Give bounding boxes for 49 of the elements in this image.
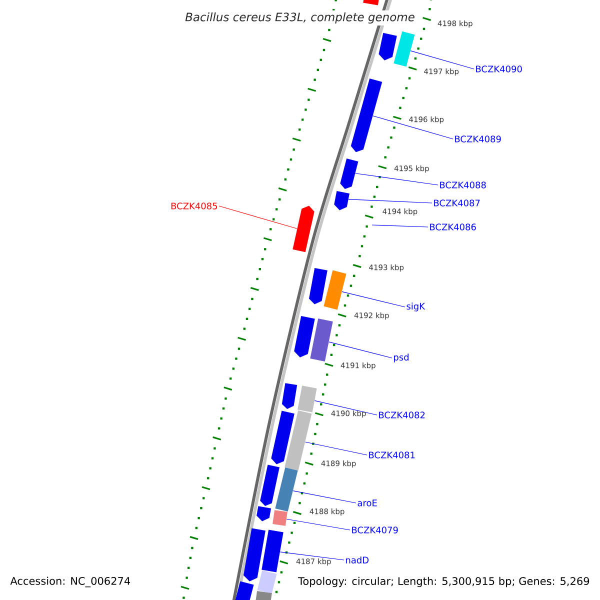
gene-block (292, 206, 314, 252)
gene-bar (257, 570, 277, 594)
gene-label: aroE (358, 500, 377, 506)
gene-label: BCZK4090 (476, 66, 522, 72)
gene-bar (234, 581, 254, 600)
gene-block (294, 316, 315, 358)
gene-block (308, 268, 328, 304)
gene-label: BCZK4087 (434, 200, 480, 206)
leader-line (286, 518, 350, 530)
gene-label: psd (394, 354, 408, 362)
gene-block (282, 383, 298, 410)
gene-bar (394, 31, 415, 67)
gene-block (378, 32, 397, 60)
leader-line (372, 116, 454, 140)
leader-line (348, 199, 432, 204)
gene-label: nadD (346, 556, 369, 564)
gene-bar (272, 510, 288, 526)
leader-line (342, 291, 406, 308)
leader-line (292, 490, 356, 504)
leader-line (410, 50, 474, 70)
gene-block (334, 191, 350, 210)
gene-label: BCZK4081 (369, 452, 415, 458)
gene-block (256, 506, 272, 522)
genome-info-text: Topology: circular; Length: 5,300,915 bp; Genes: 5,269 (297, 576, 591, 588)
gene-bar (310, 318, 333, 362)
gene-block (244, 528, 266, 582)
gene-label: BCZK4086 (430, 224, 476, 230)
gene-label: BCZK4079 (352, 526, 398, 534)
gene-label: BCZK4088 (440, 182, 486, 188)
gene-label: BCZK4085 (171, 202, 218, 210)
gene-label: BCZK4082 (379, 412, 425, 418)
leader-line (218, 206, 298, 229)
title: Bacillus cereus E33L, complete genome (183, 10, 417, 26)
gene-label: BCZK4089 (455, 136, 501, 142)
gene-bar (298, 386, 317, 412)
leader-line (314, 400, 378, 416)
gene-bar (324, 270, 346, 310)
leader-line (372, 224, 428, 228)
leader-line (304, 442, 368, 456)
gene-bar (262, 530, 284, 572)
leader-line (280, 552, 344, 560)
gene-bar (275, 467, 298, 512)
gene-block (350, 78, 382, 152)
leader-line (355, 173, 438, 186)
accession-text: Accession: NC_006274 (10, 576, 130, 588)
gene-bar (255, 590, 272, 600)
gene-bar (363, 0, 380, 6)
gene-block (340, 158, 358, 190)
gene-label: sigK (406, 302, 426, 312)
